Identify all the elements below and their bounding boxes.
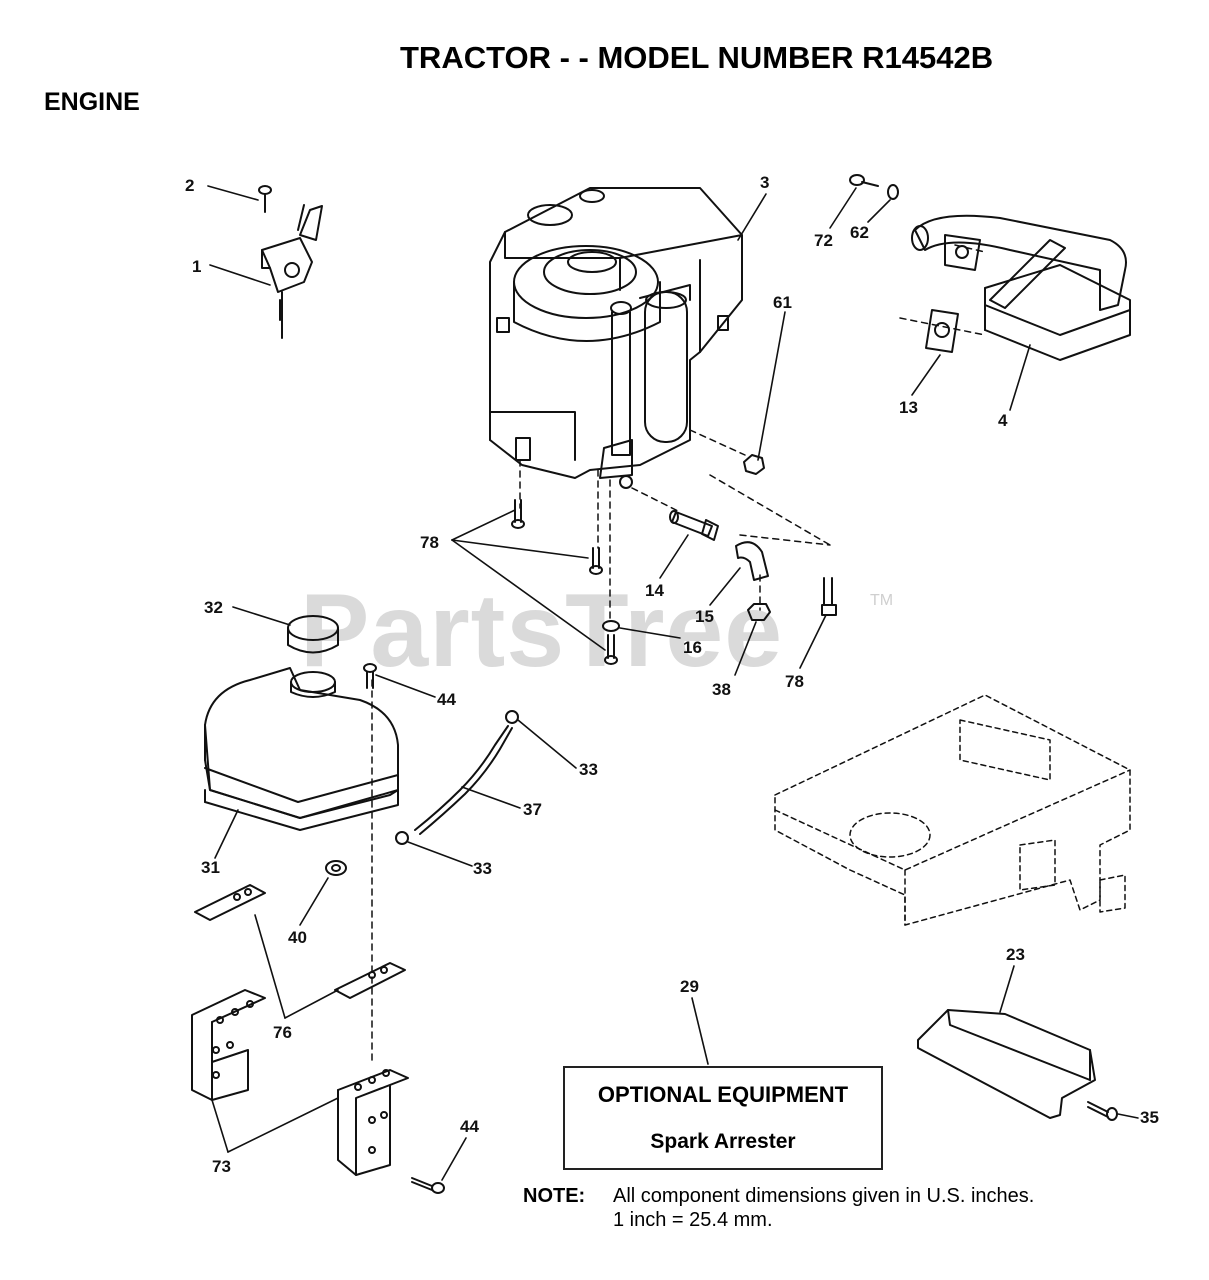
screw-35 <box>1087 1101 1118 1121</box>
page-title: TRACTOR - - MODEL NUMBER R14542B <box>400 40 994 75</box>
callout-40: 40 <box>288 928 307 947</box>
fuel-line-37 <box>395 710 519 845</box>
spark-arrester-23 <box>917 1009 1096 1119</box>
engine-part <box>489 187 743 489</box>
callout-16: 16 <box>683 638 702 657</box>
callout-32: 32 <box>204 598 223 617</box>
bolt-78-group <box>511 499 837 665</box>
muffler-part <box>911 214 1131 361</box>
callout-leaders <box>207 185 1139 1181</box>
strap-76 <box>194 884 406 999</box>
callout-31: 31 <box>201 858 220 877</box>
optional-equipment-box: OPTIONAL EQUIPMENT Spark Arrester <box>563 1066 883 1170</box>
nut-61 <box>743 454 765 475</box>
callout-29: 29 <box>680 977 699 996</box>
screw-44-lower <box>411 1177 445 1194</box>
bracket-73 <box>191 989 409 1176</box>
watermark-trademark: TM <box>870 592 894 609</box>
callout-62: 62 <box>850 223 869 242</box>
callout-37: 37 <box>523 800 542 819</box>
callout-73: 73 <box>212 1157 231 1176</box>
elbow-fitting-15 <box>735 541 769 581</box>
watermark-text: PartsTree <box>300 573 784 689</box>
section-heading: ENGINE <box>44 88 140 116</box>
callout-15: 15 <box>695 607 714 626</box>
grommet-40 <box>325 860 347 876</box>
fuel-tank-part <box>204 615 399 831</box>
callout-78-b: 78 <box>785 672 804 691</box>
optional-equipment-item: Spark Arrester <box>650 1130 796 1153</box>
callout-23: 23 <box>1006 945 1025 964</box>
callout-labels: 2 1 3 72 62 13 4 61 78 14 15 16 38 78 32… <box>185 173 1159 1176</box>
callout-61: 61 <box>773 293 792 312</box>
callout-1: 1 <box>192 257 201 276</box>
callout-78-a: 78 <box>420 533 439 552</box>
screw-44-upper <box>363 663 377 689</box>
callout-33-a: 33 <box>579 760 598 779</box>
callout-35: 35 <box>1140 1108 1159 1127</box>
callout-38: 38 <box>712 680 731 699</box>
fuel-fitting-14 <box>669 510 719 541</box>
callout-13: 13 <box>899 398 918 417</box>
callout-44-b: 44 <box>460 1117 479 1136</box>
callout-14: 14 <box>645 581 664 600</box>
optional-equipment-title: OPTIONAL EQUIPMENT <box>597 1082 849 1107</box>
callout-3: 3 <box>760 173 769 192</box>
callout-44-a: 44 <box>437 690 456 709</box>
callout-72: 72 <box>814 231 833 250</box>
callout-33-b: 33 <box>473 859 492 878</box>
nut-38 <box>747 603 771 621</box>
tractor-frame-dashed <box>774 694 1131 926</box>
washer-16 <box>602 620 620 632</box>
callout-2: 2 <box>185 176 194 195</box>
alignment-lines <box>371 244 986 1061</box>
gasket-13 <box>925 309 959 353</box>
callout-76: 76 <box>273 1023 292 1042</box>
bolt-72-washer-62 <box>849 174 899 200</box>
throttle-control-part <box>258 185 323 339</box>
note-label: NOTE: <box>523 1185 586 1207</box>
note-line-2: 1 inch = 25.4 mm. <box>613 1209 773 1231</box>
callout-4: 4 <box>998 411 1008 430</box>
note-line-1: All component dimensions given in U.S. i… <box>613 1185 1035 1207</box>
